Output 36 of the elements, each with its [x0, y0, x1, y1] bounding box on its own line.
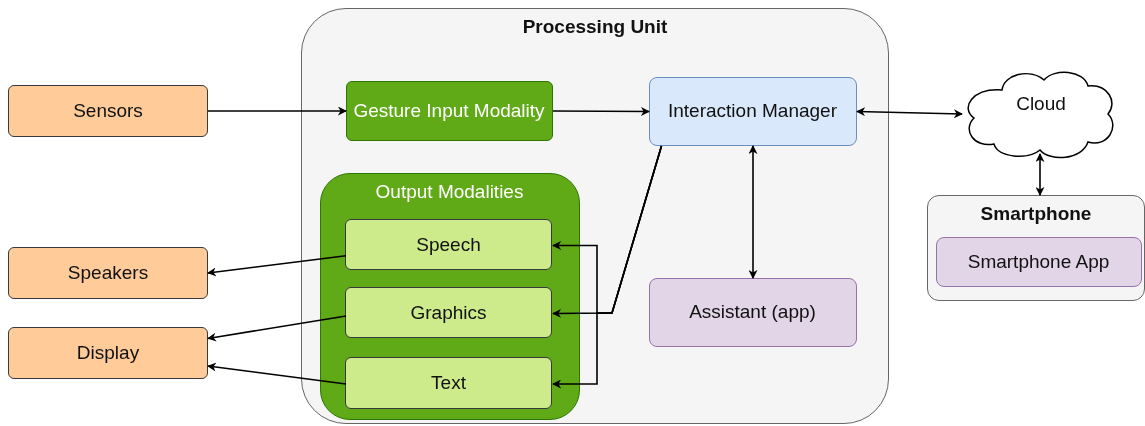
process-box — [648, 76, 857, 146]
device-box — [8, 327, 208, 379]
device-box — [8, 247, 208, 299]
process-box — [345, 80, 553, 141]
arrow — [748, 145, 758, 279]
group-title: Smartphone — [979, 202, 1093, 226]
process-box — [345, 219, 552, 270]
group-title: Processing Unit — [521, 15, 669, 39]
arrow — [552, 145, 663, 389]
node-label: Gesture Input Modality — [352, 98, 546, 123]
node-label: Cloud — [1015, 92, 1067, 116]
arrow — [1035, 153, 1045, 196]
process-box — [648, 277, 857, 347]
container-box — [301, 8, 889, 424]
arrow — [552, 106, 650, 116]
node-label: Text — [430, 371, 467, 395]
device-box — [8, 85, 208, 137]
node-label: Graphics — [409, 300, 488, 325]
node-label: Interaction Manager — [667, 99, 838, 123]
node-label: Sensors — [72, 99, 144, 123]
group-title: Output Modalities — [374, 179, 525, 204]
node-label: Assistant (app) — [688, 300, 817, 324]
node-label: Speakers — [66, 261, 150, 285]
process-box — [935, 236, 1142, 287]
node-label: Speech — [415, 232, 482, 257]
container-box — [927, 195, 1145, 301]
process-box — [345, 357, 552, 409]
node-label: Display — [75, 341, 141, 365]
arrow — [207, 106, 347, 116]
arrow — [207, 254, 347, 277]
process-box — [345, 287, 552, 338]
arrow — [856, 107, 963, 119]
node-label: Smartphone App — [966, 249, 1111, 274]
group-box — [319, 172, 580, 420]
arrow — [207, 362, 347, 385]
arrow — [207, 315, 347, 342]
